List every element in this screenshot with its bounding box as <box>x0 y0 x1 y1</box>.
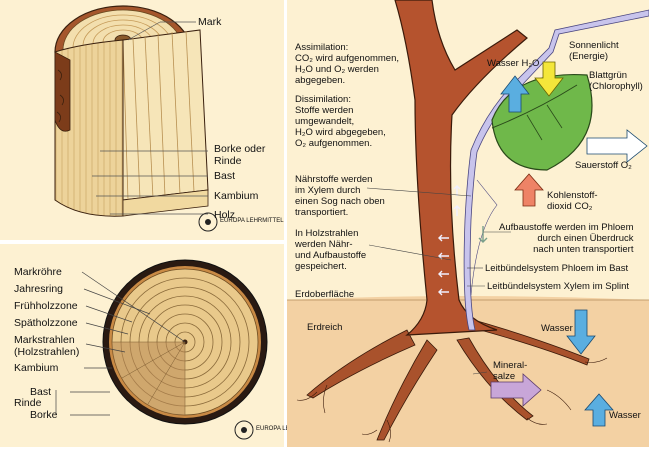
label-bast: Bast <box>214 170 236 182</box>
label-markroehre: Markröhre <box>14 266 62 278</box>
wood-section-illustration <box>54 5 218 232</box>
label-kambium: Kambium <box>14 362 59 374</box>
dissimilation-text: Dissimilation: Stoffe werden umgewandelt… <box>295 94 386 149</box>
label-bast: Bast <box>30 386 52 398</box>
oxygen-arrow-icon <box>586 129 648 163</box>
tree-illustration <box>287 0 649 447</box>
label-kambium: Kambium <box>214 190 259 202</box>
label-borke-oder-rinde: Borke oder Rinde <box>214 143 266 167</box>
trunk-section-panel: Markröhre Jahresring Frühholzzone Spätho… <box>0 244 320 447</box>
label-holz: Holz <box>214 209 236 221</box>
tree-panel: Assimilation: CO₂ wird aufgenommen, H₂O … <box>287 0 649 447</box>
mineralsalze-label: Mineral- salze <box>493 360 528 382</box>
label-markstrahlen: Markstrahlen (Holzstrahlen) <box>14 334 80 358</box>
blattgruen-label: Blattgrün (Chlorophyll) <box>589 70 643 92</box>
wasser-h2o-label: Wasser H₂O <box>487 58 540 69</box>
assimilation-text: Assimilation: CO₂ wird aufgenommen, H₂O … <box>295 42 400 86</box>
label-rinde: Rinde <box>14 397 42 409</box>
wasser-root-label: Wasser <box>541 323 573 334</box>
sonnenlicht-label: Sonnenlicht (Energie) <box>569 40 619 62</box>
sauerstoff-label: Sauerstoff O₂ <box>575 160 632 171</box>
europa-logo-icon <box>234 420 254 440</box>
wasser-bottom-label: Wasser <box>609 410 641 421</box>
phloem-label: Leitbündelsystem Phloem im Bast <box>485 263 629 274</box>
water-up-bottom-arrow-icon <box>584 393 614 427</box>
europa-logo-icon <box>198 212 218 232</box>
co2-arrow-icon <box>514 173 544 207</box>
logo-text: EUROPA LEHRMITTEL <box>220 218 284 224</box>
erdreich-label: Erdreich <box>307 322 343 333</box>
holzstrahlen-text: In Holzstrahlen werden Nähr- und Aufbaus… <box>295 228 367 272</box>
mineral-arrow-icon <box>490 373 542 407</box>
kohlenstoff-label: Kohlenstoff- dioxid CO₂ <box>547 190 598 212</box>
label-borke: Borke <box>30 409 58 421</box>
erdoberflaeche-label: Erdoberfläche <box>295 289 355 300</box>
label-mark: Mark <box>198 16 222 28</box>
aufbaustoffe-label: Aufbaustoffe werden im Phloem durch eine… <box>499 222 634 255</box>
label-spaetholzzone: Spätholzzone <box>14 317 78 329</box>
naehrstoffe-text: Nährstoffe werden im Xylem durch einen S… <box>295 174 385 218</box>
trunk-cross-section-illustration <box>55 259 268 440</box>
sunlight-arrow-icon <box>534 61 564 97</box>
water-up-arrow-icon <box>500 75 530 113</box>
water-down-arrow-icon <box>566 309 596 355</box>
label-jahresring: Jahresring <box>14 283 64 295</box>
wood-section-panel: Mark Borke oder Rinde Bast Kambium Holz … <box>0 0 284 240</box>
xylem-label: Leitbündelsystem Xylem im Splint <box>487 281 630 292</box>
label-fruehholzzone: Frühholzzone <box>14 300 78 312</box>
